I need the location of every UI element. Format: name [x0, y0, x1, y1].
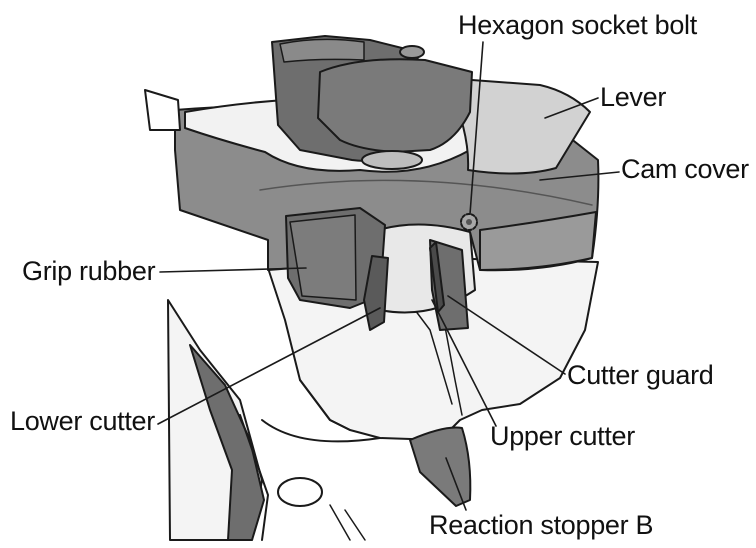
cam-cover-front — [479, 211, 597, 271]
leader-upper-cutter — [431, 299, 497, 427]
leader-hexagon-socket-bolt — [469, 41, 484, 215]
bottom-detail — [329, 504, 366, 541]
label-reaction-stopper-b: Reaction stopper B — [429, 510, 654, 540]
bottom-hole — [277, 477, 323, 507]
label-lower-cutter: Lower cutter — [10, 406, 155, 436]
head-knob — [399, 45, 425, 59]
shaft-collar — [361, 150, 423, 170]
motor-head-top — [279, 38, 365, 63]
motor-head-front — [317, 58, 473, 153]
grip-rubber-face — [289, 214, 357, 301]
bottom-contour — [261, 419, 381, 443]
leader-cutter-guard — [447, 295, 566, 375]
leader-reaction-stopper-b — [445, 457, 467, 511]
body-contour-1 — [299, 379, 351, 431]
cam-cover-rim — [259, 179, 593, 206]
label-cam-cover: Cam cover — [621, 154, 749, 184]
hex-bolt-center — [466, 219, 472, 225]
label-upper-cutter: Upper cutter — [490, 421, 635, 451]
body-contour-3 — [414, 309, 453, 405]
leader-grip-rubber — [159, 267, 307, 273]
left-grip-edge — [239, 414, 269, 541]
leader-lower-cutter — [157, 307, 381, 425]
leader-lever — [544, 97, 599, 119]
lever — [444, 77, 591, 175]
reaction-stopper-b — [409, 426, 472, 507]
label-cutter-guard: Cutter guard — [567, 360, 714, 390]
label-grip-rubber: Grip rubber — [22, 256, 156, 286]
lower-cutter — [363, 255, 389, 331]
left-grip-dark — [189, 344, 265, 541]
leader-cam-cover — [539, 171, 620, 181]
left-bracket — [144, 89, 181, 131]
upper-cutter-part — [429, 241, 445, 313]
label-hexagon-socket-bolt: Hexagon socket bolt — [458, 10, 697, 40]
label-lever: Lever — [600, 82, 667, 112]
